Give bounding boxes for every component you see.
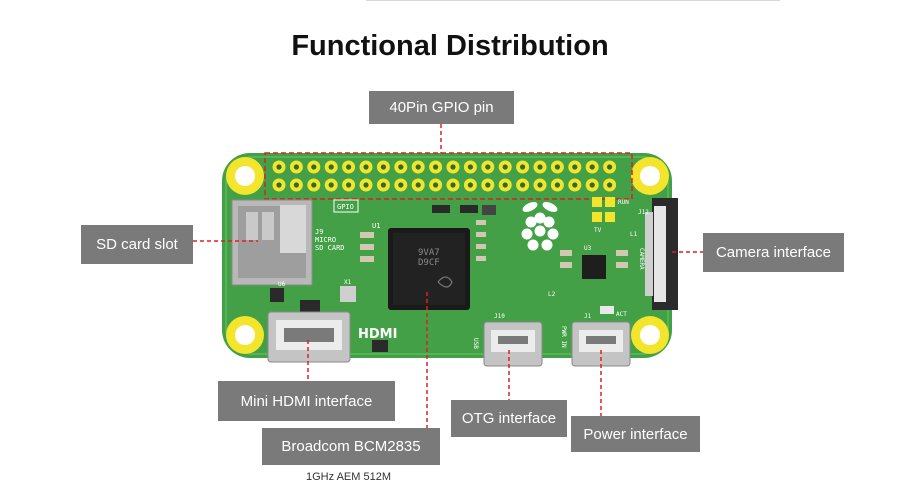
silk-u6: U6 <box>278 281 286 288</box>
power-label: Power interface <box>571 416 700 452</box>
silk-j10: J10 <box>494 313 505 320</box>
gpio-pin-hole <box>537 182 543 188</box>
gpio-pin-hole <box>589 164 595 170</box>
silk-u1: U1 <box>372 222 380 230</box>
gpio-pin-hole <box>346 164 352 170</box>
gpio-pin-hole <box>276 182 282 188</box>
gpio-pin-hole <box>328 182 334 188</box>
silk-usb: USB <box>472 338 479 349</box>
silk-l2: L2 <box>548 291 556 298</box>
broadcom-soc: 9VA7 D9CF <box>388 228 470 310</box>
gpio-pin-hole <box>433 164 439 170</box>
gpio-pin-hole <box>363 182 369 188</box>
silk-l1: L1 <box>630 231 638 238</box>
silk-act: ACT <box>616 311 627 318</box>
gpio-pin-hole <box>485 182 491 188</box>
gpio-label: 40Pin GPIO pin <box>369 91 514 124</box>
silk-j9: J9 <box>315 228 323 236</box>
gpio-pin-hole <box>502 164 508 170</box>
gpio-pin-hole <box>433 182 439 188</box>
gpio-pin-hole <box>467 164 473 170</box>
silk-camera: CAMERA <box>638 248 645 270</box>
raspberry-logo-icon <box>521 202 559 251</box>
camera-connector <box>645 198 678 310</box>
gpio-pin-hole <box>311 182 317 188</box>
gpio-pin-hole <box>415 182 421 188</box>
broadcom-label: Broadcom BCM2835 <box>262 428 440 465</box>
gpio-pin-hole <box>537 164 543 170</box>
gpio-pin-hole <box>293 182 299 188</box>
silk-pwr-in: PWR IN <box>560 326 567 348</box>
svg-text:D9CF: D9CF <box>418 258 440 268</box>
gpio-pin-hole <box>380 182 386 188</box>
soc-marking: 9VA7 <box>418 248 440 258</box>
gpio-pin-hole <box>502 182 508 188</box>
silk-u3: U3 <box>584 245 592 252</box>
passive-components <box>270 205 628 352</box>
sd-card-slot <box>231 199 313 286</box>
gpio-pin-hole <box>293 164 299 170</box>
silk-gpio: GPIO <box>337 203 354 211</box>
gpio-pin-hole <box>450 182 456 188</box>
usb-otg-port <box>483 321 543 367</box>
gpio-pin-hole <box>520 164 526 170</box>
silk-run: RUN <box>618 199 629 206</box>
gpio-pin-hole <box>485 164 491 170</box>
gpio-header <box>272 160 617 192</box>
gpio-pin-hole <box>572 164 578 170</box>
gpio-pin-hole <box>380 164 386 170</box>
gpio-pin-hole <box>276 164 282 170</box>
mounting-hole-top-right <box>631 157 669 195</box>
gpio-pin-hole <box>520 182 526 188</box>
u3-chip <box>582 255 606 279</box>
gpio-pin-hole <box>398 182 404 188</box>
act-led <box>600 306 614 314</box>
gpio-pin-hole <box>398 164 404 170</box>
gpio-pin-hole <box>363 164 369 170</box>
silk-hdmi: HDMI <box>358 327 397 342</box>
mounting-hole-top-left <box>226 157 264 195</box>
gpio-pin-hole <box>415 164 421 170</box>
leader-lines <box>193 124 703 428</box>
otg-label: OTG interface <box>451 400 567 437</box>
gpio-pin-hole <box>607 164 613 170</box>
gpio-pin-hole <box>346 182 352 188</box>
gpio-pin-hole <box>589 182 595 188</box>
gpio-pin-hole <box>554 164 561 170</box>
silk-j1: J1 <box>584 313 592 320</box>
silk-sd-card: SD CARD <box>315 244 345 252</box>
gpio-pin-hole <box>328 164 334 170</box>
hdmi-label: Mini HDMI interface <box>218 381 395 421</box>
silk-micro: MICRO <box>315 236 336 244</box>
silk-x1: X1 <box>344 279 352 286</box>
mounting-hole-bottom-left <box>226 316 264 354</box>
run-tv-pads <box>592 197 615 222</box>
gpio-pin-hole <box>311 164 317 170</box>
sd-card-label: SD card slot <box>81 225 193 264</box>
power-port <box>571 321 631 367</box>
camera-label: Camera interface <box>703 233 844 272</box>
mini-hdmi-port <box>267 311 351 363</box>
silk-tv: TV <box>594 227 602 234</box>
gpio-pin-hole <box>467 182 473 188</box>
gpio-pin-hole <box>450 164 456 170</box>
mounting-hole-bottom-right <box>631 316 669 354</box>
gpio-pin-hole <box>572 182 578 188</box>
gpio-highlight-box <box>264 152 633 200</box>
gpio-pin-hole <box>554 182 561 188</box>
gpio-pin-hole <box>607 182 613 188</box>
top-divider <box>366 0 780 1</box>
broadcom-sub-label: 1GHz AEM 512M <box>306 471 391 483</box>
page-title: Functional Distribution <box>291 30 609 62</box>
silk-j12: J12 <box>638 209 649 216</box>
